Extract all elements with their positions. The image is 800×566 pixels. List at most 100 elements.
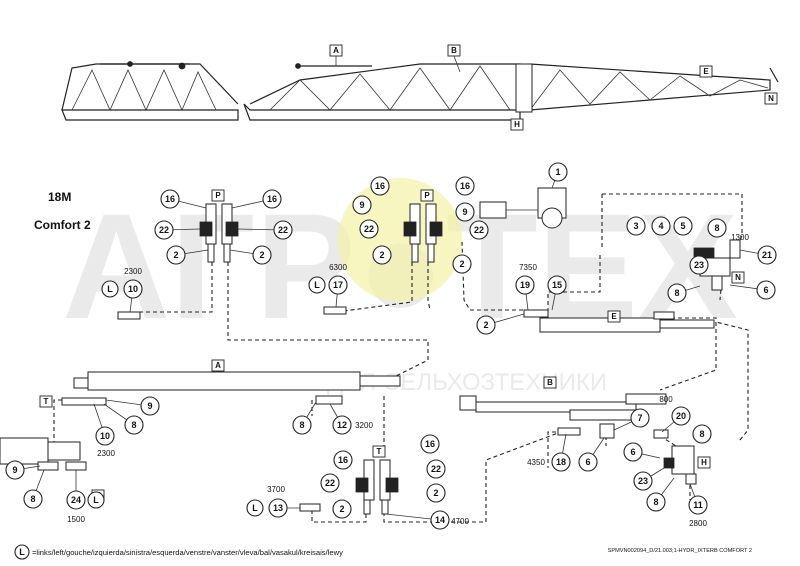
watermark-gear (338, 178, 462, 302)
callout-number: 4 (658, 221, 663, 231)
callout-circle (320, 473, 340, 493)
dim-7350: 7350 (519, 263, 537, 272)
callout-number: 8 (131, 420, 136, 430)
callout-number: 22 (364, 224, 374, 234)
part-callout: 24 (66, 490, 86, 510)
dim-800: 800 (659, 395, 673, 404)
part-callout: 8 (23, 489, 43, 509)
callout-number: 22 (278, 225, 288, 235)
part-callout: 1 (548, 162, 568, 182)
callout-circle (426, 459, 446, 479)
part-callout: 2 (426, 483, 446, 503)
callout-number: 18 (556, 457, 566, 467)
callout-number: 22 (159, 225, 169, 235)
callout-circle (124, 415, 144, 435)
callout-circle (630, 408, 650, 428)
part-callout: 9 (352, 195, 372, 215)
drawing-code: SPMVN002094_D/21.003;1-HYDR_IXTERB COMFO… (608, 548, 752, 554)
callout-circle (332, 499, 352, 519)
callout-circle (308, 276, 326, 294)
part-callout: 2 (332, 499, 352, 519)
part-callout: 16 (333, 450, 353, 470)
callout-number: 20 (676, 411, 686, 421)
callout-number: 2 (173, 250, 178, 260)
part-callout: 10 (123, 279, 143, 299)
part-callout: 9 (455, 202, 475, 222)
callout-number: 9 (359, 200, 364, 210)
callout-number: 16 (425, 439, 435, 449)
callout-circle (673, 216, 693, 236)
part-callout: 16 (160, 189, 180, 209)
callout-number: 22 (431, 464, 441, 474)
svg-text:A: A (215, 361, 221, 370)
svg-text:N: N (735, 273, 741, 282)
part-callout: 11 (688, 495, 708, 515)
callout-circle (452, 254, 472, 274)
callout-number: L (93, 495, 99, 505)
callout-number: 12 (337, 420, 347, 430)
callout-circle (469, 220, 489, 240)
part-callout: 2 (372, 245, 392, 265)
callout-circle (140, 396, 160, 416)
part-callout: 16 (370, 176, 390, 196)
callout-circle (273, 220, 293, 240)
callout-circle (87, 491, 105, 509)
part-callout: 6 (578, 452, 598, 472)
callout-circle (756, 280, 776, 300)
callout-number: 10 (128, 284, 138, 294)
part-callout: 15 (547, 275, 567, 295)
part-callout: 7 (630, 408, 650, 428)
variant-label: Comfort 2 (34, 218, 91, 232)
left-side-marker: L (246, 499, 264, 517)
callout-circle (292, 415, 312, 435)
part-callout: 23 (633, 471, 653, 491)
svg-text:E: E (611, 312, 617, 321)
dim-2300-top: 2300 (124, 267, 142, 276)
callout-circle (101, 280, 119, 298)
part-callout: 8 (124, 415, 144, 435)
callout-number: 16 (460, 181, 470, 191)
part-callout: 19 (515, 275, 535, 295)
svg-text:H: H (701, 458, 707, 467)
callout-circle (23, 489, 43, 509)
part-callout: 9 (5, 460, 25, 480)
boom-overview: A B E N H (61, 44, 779, 131)
callout-number: 10 (100, 431, 110, 441)
callout-circle (426, 483, 446, 503)
part-callout: 2 (452, 254, 472, 274)
callout-number: 24 (71, 495, 81, 505)
part-callout: 23 (689, 255, 709, 275)
part-callout: 22 (359, 219, 379, 239)
callout-circle (332, 415, 352, 435)
callout-number: 9 (462, 207, 467, 217)
svg-text:H: H (514, 120, 520, 129)
callout-number: 22 (325, 478, 335, 488)
part-callout: 4 (651, 216, 671, 236)
callout-number: 9 (12, 465, 17, 475)
callout-number: 2 (259, 250, 264, 260)
callout-circle (166, 245, 186, 265)
callout-number: 11 (693, 500, 703, 510)
callout-circle (646, 492, 666, 512)
svg-text:B: B (547, 378, 553, 387)
dim-1300: 1300 (731, 233, 749, 242)
callout-number: 21 (762, 250, 772, 260)
part-callout: 22 (320, 473, 340, 493)
section-labels: P P E N A T B H T T (39, 189, 745, 502)
svg-text:E: E (703, 67, 709, 76)
part-callout: 12 (332, 415, 352, 435)
callout-circle (476, 315, 496, 335)
callout-circle (246, 499, 264, 517)
part-callout: 17 (328, 275, 348, 295)
callout-circle (420, 434, 440, 454)
dim-4350: 4350 (527, 458, 545, 467)
callout-circle (66, 490, 86, 510)
left-side-marker: L (87, 491, 105, 509)
callout-number: 8 (299, 420, 304, 430)
part-callout: 22 (426, 459, 446, 479)
callout-circle (623, 442, 643, 462)
callout-circle (370, 176, 390, 196)
callout-number: 7 (637, 413, 642, 423)
callout-number: 16 (375, 181, 385, 191)
